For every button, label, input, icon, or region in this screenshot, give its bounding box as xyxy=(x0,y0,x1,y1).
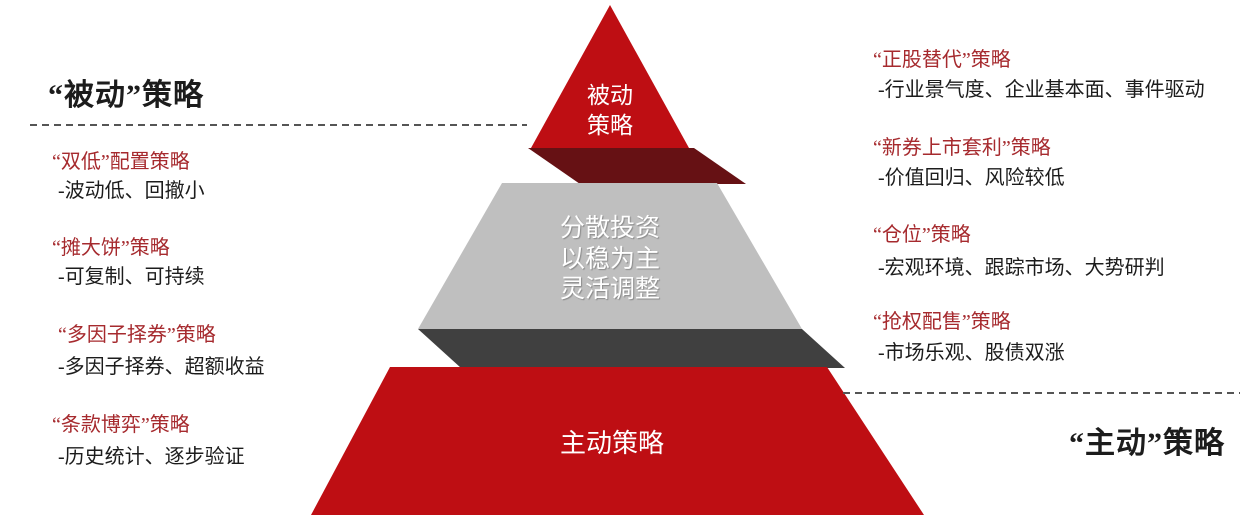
strategy-title-position: “仓位”策略 xyxy=(873,224,971,246)
active-section-divider xyxy=(843,392,1240,394)
strategy-title-spread-pancake: “摊大饼”策略 xyxy=(52,237,170,259)
middle-layer-label-line1: 分散投资 xyxy=(560,214,660,242)
top-layer-shadow xyxy=(528,148,746,184)
top-layer-label-line2: 策略 xyxy=(587,113,633,138)
middle-layer-label-line3: 灵活调整 xyxy=(560,275,660,303)
strategy-desc-new-issue-arbitrage: -价值回归、风险较低 xyxy=(878,167,1065,189)
middle-layer-label-line2: 以稳为主 xyxy=(560,245,660,273)
passive-section-divider xyxy=(30,124,527,126)
passive-section-header: “被动”策略 xyxy=(48,79,204,112)
middle-layer-trapezoid xyxy=(418,183,802,329)
strategy-desc-position: -宏观环境、跟踪市场、大势研判 xyxy=(878,257,1165,279)
bottom-layer-label: 主动策略 xyxy=(560,429,664,458)
top-layer-triangle xyxy=(531,5,689,148)
strategy-desc-multifactor: -多因子择券、超额收益 xyxy=(58,356,265,378)
strategy-title-new-issue-arbitrage: “新券上市套利”策略 xyxy=(873,137,1051,159)
top-layer-label-line1: 被动 xyxy=(587,83,633,108)
active-section-header: “主动”策略 xyxy=(1069,427,1225,460)
strategy-desc-double-low: -波动低、回撤小 xyxy=(58,180,205,202)
middle-layer-shadow xyxy=(418,329,845,368)
strategy-title-multifactor: “多因子择券”策略 xyxy=(58,324,216,346)
strategy-desc-stock-substitute: -行业景气度、企业基本面、事件驱动 xyxy=(878,79,1205,101)
strategy-title-clause-game: “条款博弈”策略 xyxy=(52,414,190,436)
strategy-title-stock-substitute: “正股替代”策略 xyxy=(873,49,1011,71)
strategy-desc-spread-pancake: -可复制、可持续 xyxy=(58,266,205,288)
strategy-desc-clause-game: -历史统计、逐步验证 xyxy=(58,446,245,468)
bottom-layer-trapezoid xyxy=(311,367,924,515)
strategy-desc-rights-placement: -市场乐观、股债双涨 xyxy=(878,342,1065,364)
strategy-title-rights-placement: “抢权配售”策略 xyxy=(873,311,1011,333)
strategy-title-double-low: “双低”配置策略 xyxy=(52,151,190,173)
